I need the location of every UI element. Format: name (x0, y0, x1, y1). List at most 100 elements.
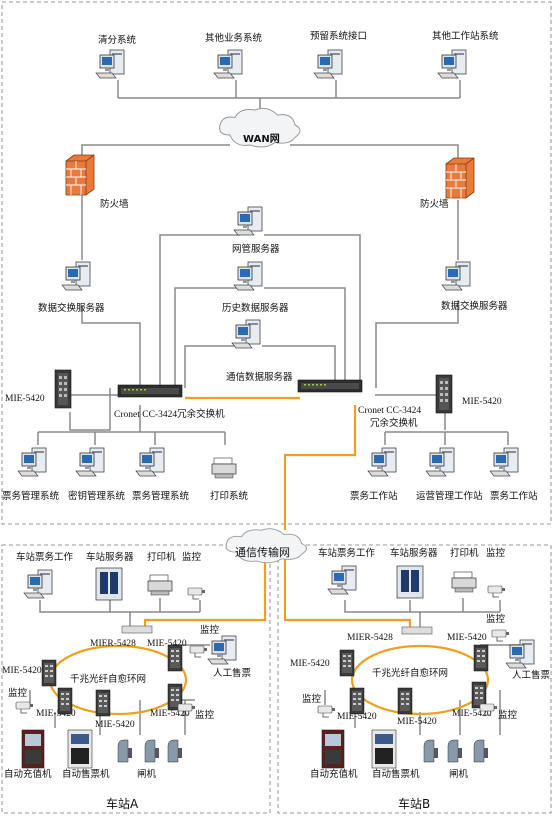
right-firewall-icon (445, 157, 475, 199)
transport-cloud: 通信传输网 (225, 528, 307, 564)
ops-mgmt-pc-icon (425, 447, 455, 477)
transport-to-station-b-link (283, 555, 412, 632)
auto-ticket-machine-icon (67, 729, 93, 769)
mier-label: MIER-5428 (90, 639, 136, 649)
ticket-mgmt-pc-icon (135, 447, 165, 477)
network-mgmt-server-label: 网管服务器 (232, 243, 280, 255)
monitor-label: 监控 (8, 687, 28, 699)
manual-ticket-pc-icon (505, 639, 535, 669)
monitor-label: 监控 (498, 709, 518, 721)
auto-recharge-machine-icon (21, 729, 45, 769)
ring-label: 千兆光纤自愈环网 (70, 673, 146, 685)
left-core-switch-label: Cronet CC-3424冗余交换机 (114, 408, 225, 420)
bottom-device-label: 自动售票机 (62, 768, 110, 780)
ring-switch-icon (339, 649, 355, 677)
station-printer-icon (451, 571, 477, 593)
auto-ticket-machine-icon (371, 729, 397, 769)
bottom-device-label: 闸机 (137, 768, 157, 780)
bottom-device-label: 自动充值机 (310, 768, 358, 780)
other-business-pc-icon (213, 49, 243, 79)
right-firewall-label: 防火墙 (420, 198, 449, 210)
transport-cloud-label: 通信传输网 (235, 545, 290, 559)
clearing-system-pc-icon (95, 49, 125, 79)
history-server-icon (233, 261, 263, 291)
mie-label: MIE-5420 (147, 639, 187, 649)
mier-switch-icon (401, 626, 433, 635)
mie-label: MIE-5420 (2, 666, 42, 676)
auto-recharge-machine-icon (321, 729, 345, 769)
station-b-border (277, 544, 552, 814)
left-mie-label: MIE-5420 (5, 394, 45, 404)
ring-switch-icon (57, 687, 73, 715)
mier-label: MIER-5428 (347, 633, 393, 643)
station-a-device-label: 打印机 (147, 551, 176, 563)
station-b-device-label: 监控 (486, 547, 506, 559)
center-left-label: 密钥管理系统 (68, 490, 126, 502)
gate-icon (423, 739, 439, 763)
ring-switch-icon (167, 644, 183, 672)
right-exchange-server-label: 数据交换服务器 (441, 300, 508, 312)
station-b-device-label: 打印机 (450, 547, 479, 559)
station-ticket-pc-icon (23, 569, 53, 599)
station-server-icon (95, 567, 123, 601)
station-a-device-label: 监控 (182, 551, 202, 563)
mie-label: MIE-5420 (290, 659, 330, 669)
gate-icon (447, 739, 463, 763)
mie-label: MIE-5420 (36, 709, 76, 719)
mie-label: MIE-5420 (337, 712, 377, 722)
station-a-device-label: 车站服务器 (86, 551, 134, 563)
station-b-device-label: 车站票务工作 (318, 547, 376, 559)
station-b-ring (350, 644, 490, 716)
station-camera-icon (487, 585, 506, 598)
ring-label: 千兆光纤自愈环网 (372, 667, 448, 679)
station-printer-icon (147, 574, 173, 596)
ring-switch-icon (473, 644, 489, 672)
monitor-camera-icon (317, 705, 336, 718)
communication-server-icon (231, 319, 261, 349)
center-left-label: 票务管理系统 (2, 490, 60, 502)
key-mgmt-pc-icon (75, 447, 105, 477)
wan-label: WAN网 (243, 133, 280, 145)
left-exchange-server-label: 数据交换服务器 (38, 302, 105, 314)
gate-icon (167, 739, 183, 763)
right-core-switch-label-1: Cronet CC-3424 (358, 406, 421, 416)
station-a-title: 车站A (106, 796, 139, 811)
left-firewall-icon (65, 154, 95, 196)
ticket-workstation-pc-icon (367, 447, 397, 477)
monitor-label: 监控 (486, 613, 506, 625)
bottom-device-label: 自动售票机 (372, 768, 420, 780)
monitor-label: 监控 (195, 709, 215, 721)
mie-label: MIE-5420 (452, 709, 492, 719)
mie-label: MIE-5420 (397, 717, 437, 727)
top-system-label: 预留系统接口 (310, 30, 367, 42)
left-core-switch-icon (117, 384, 183, 398)
bottom-device-label: 闸机 (449, 768, 469, 780)
print-system-icon (211, 457, 237, 479)
monitor-label: 监控 (200, 624, 220, 636)
manual-ticket-pc-icon (207, 635, 237, 665)
mie-label: MIE-5420 (150, 709, 190, 719)
center-right-label: 票务工作站 (490, 490, 538, 502)
station-server-icon (396, 565, 424, 599)
network-mgmt-server-icon (233, 206, 263, 236)
communication-server-label: 通信数据服务器 (226, 371, 293, 383)
manual-ticket-label: 人工售票 (512, 669, 551, 681)
right-exchange-server-icon (441, 261, 471, 291)
center-left-label: 票务管理系统 (132, 490, 190, 502)
bottom-device-label: 自动充值机 (4, 768, 52, 780)
mie-label: MIE-5420 (95, 720, 135, 730)
right-mie-label: MIE-5420 (462, 397, 502, 407)
monitor-camera-icon (189, 645, 208, 658)
right-core-switch-label-2: 冗余交换机 (370, 417, 418, 429)
station-b-device-label: 车站服务器 (390, 547, 438, 559)
gate-icon (144, 739, 160, 763)
core-to-transport-link (283, 405, 357, 530)
ring-switch-icon (41, 659, 57, 687)
ring-switch-icon (95, 689, 111, 717)
gate-icon (473, 739, 489, 763)
manual-ticket-label: 人工售票 (213, 667, 252, 679)
top-system-label: 清分系统 (98, 34, 137, 46)
center-right-systems: 票务工作站 运营管理工作站 票务工作站 (350, 447, 538, 502)
